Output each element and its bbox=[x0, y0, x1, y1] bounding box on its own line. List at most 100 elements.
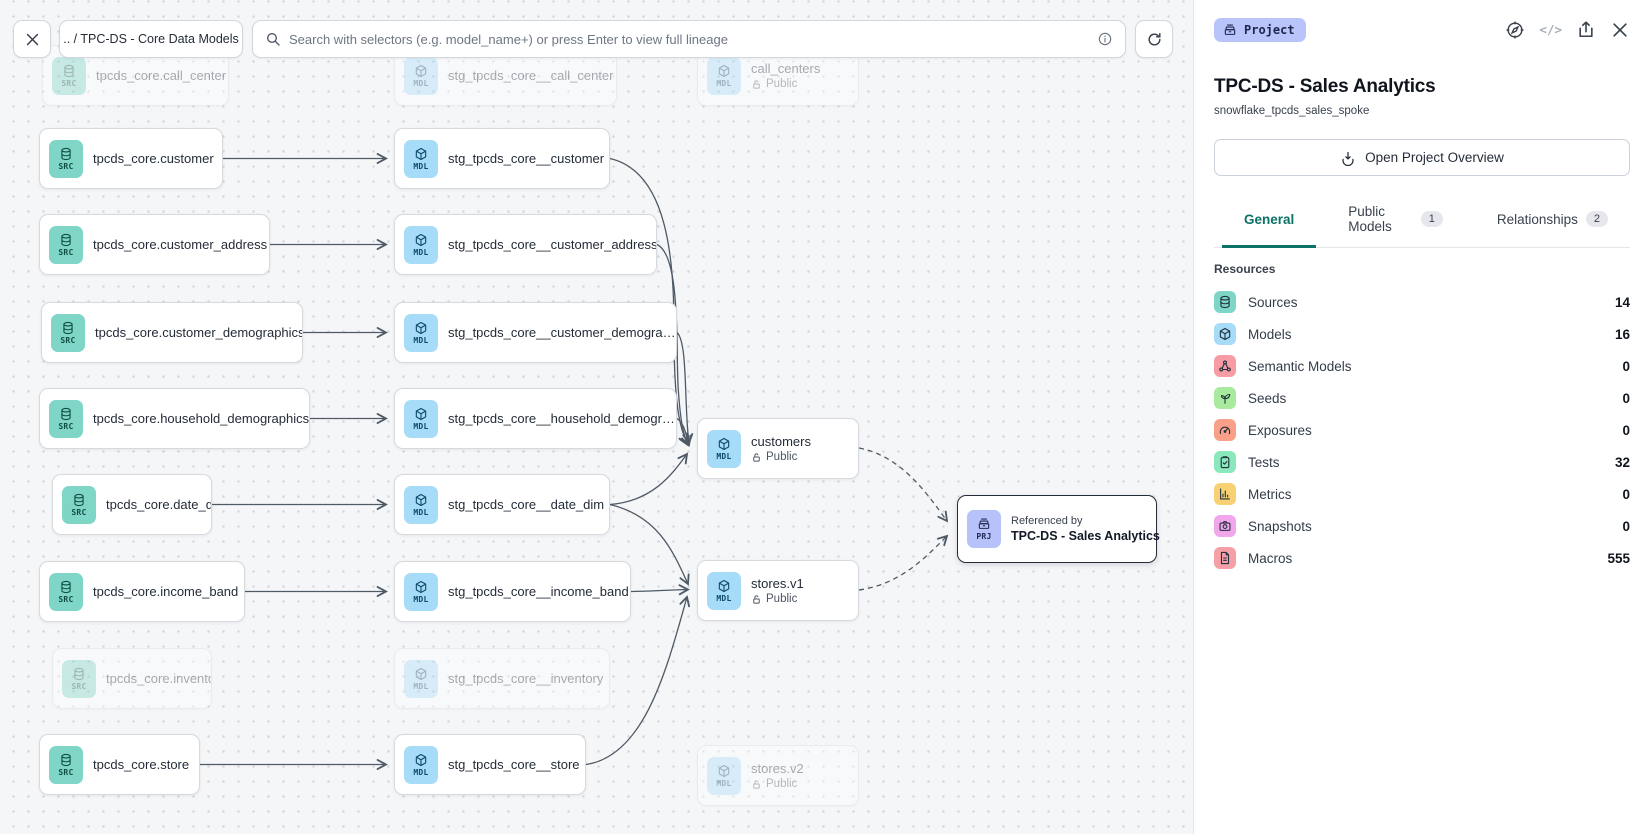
graph-node[interactable]: SRC tpcds_core.date_dim bbox=[52, 474, 212, 535]
graph-node[interactable]: SRC tpcds_core.customer_address bbox=[39, 214, 270, 275]
resource-row[interactable]: Sources 14 bbox=[1214, 286, 1630, 318]
graph-node[interactable]: SRC tpcds_core.store bbox=[39, 734, 200, 795]
graph-node[interactable]: SRC tpcds_core.household_demographics bbox=[39, 388, 310, 449]
graph-node[interactable]: MDL stg_tpcds_core__customer_address bbox=[394, 214, 657, 275]
tab-relationships[interactable]: Relationships 2 bbox=[1475, 196, 1630, 248]
resource-label: Models bbox=[1248, 326, 1292, 342]
badge-label: SRC bbox=[60, 335, 76, 345]
resource-row[interactable]: Macros 555 bbox=[1214, 542, 1630, 574]
badge-label: MDL bbox=[716, 451, 732, 461]
resource-count: 0 bbox=[1622, 518, 1630, 534]
close-lineage-button[interactable] bbox=[13, 20, 51, 58]
node-label: tpcds_core.customer_address bbox=[93, 237, 268, 252]
resource-row[interactable]: Seeds 0 bbox=[1214, 382, 1630, 414]
sources-icon bbox=[1214, 291, 1236, 313]
node-type-badge: SRC bbox=[49, 572, 83, 611]
node-type-icon bbox=[414, 580, 428, 594]
node-label: tpcds_core.date_dim bbox=[106, 497, 211, 512]
badge-label: SRC bbox=[71, 507, 87, 517]
referenced-project-node[interactable]: PRJ Referenced by TPC-DS - Sales Analyti… bbox=[957, 495, 1160, 563]
node-label: tpcds_core.store bbox=[93, 757, 190, 772]
referenced-project-name: TPC-DS - Sales Analytics bbox=[1011, 529, 1160, 543]
badge-label: MDL bbox=[413, 507, 429, 517]
graph-node[interactable]: MDL stg_tpcds_core__inventory bbox=[394, 648, 610, 709]
graph-node[interactable]: MDL stg_tpcds_core__date_dim bbox=[394, 474, 610, 535]
resource-row[interactable]: Metrics 0 bbox=[1214, 478, 1630, 510]
lineage-canvas[interactable]: SRC tpcds_core.call_center MDL stg_tpcds… bbox=[0, 0, 1193, 834]
node-type-icon bbox=[59, 753, 73, 767]
resource-row[interactable]: Semantic Models 0 bbox=[1214, 350, 1630, 382]
code-icon[interactable]: </> bbox=[1539, 22, 1562, 37]
graph-node[interactable]: SRC tpcds_core.customer bbox=[39, 128, 223, 189]
project-details-panel: Project </> TPC-DS - Sales Analytics sno… bbox=[1193, 0, 1648, 834]
node-type-icon bbox=[59, 233, 73, 247]
share-icon[interactable] bbox=[1576, 20, 1596, 40]
tab-public-models[interactable]: Public Models 1 bbox=[1326, 196, 1465, 248]
graph-node[interactable]: MDL stg_tpcds_core__customer bbox=[394, 128, 610, 189]
node-label: stg_tpcds_core__call_center bbox=[448, 68, 614, 83]
node-label: stores.v1 bbox=[751, 576, 804, 591]
badge-label: MDL bbox=[413, 335, 429, 345]
badge-label: SRC bbox=[58, 161, 74, 171]
node-label: stg_tpcds_core__date_dim bbox=[448, 497, 605, 512]
node-type-icon bbox=[717, 764, 731, 778]
node-label: stg_tpcds_core__customer_demogra… bbox=[448, 325, 676, 340]
node-label: call_centers bbox=[751, 61, 821, 76]
panel-title: TPC-DS - Sales Analytics bbox=[1214, 76, 1436, 97]
badge-label: PRJ bbox=[976, 532, 992, 541]
badge-label: MDL bbox=[413, 767, 429, 777]
node-type-badge: MDL bbox=[404, 572, 438, 611]
node-type-icon bbox=[414, 64, 428, 78]
node-type-icon bbox=[414, 407, 428, 421]
node-label: stg_tpcds_core__household_demogr… bbox=[448, 411, 675, 426]
info-icon[interactable] bbox=[1097, 31, 1113, 47]
node-type-icon bbox=[414, 233, 428, 247]
unlock-icon bbox=[751, 779, 762, 790]
resource-row[interactable]: Tests 32 bbox=[1214, 446, 1630, 478]
badge-label: SRC bbox=[71, 681, 87, 691]
badge-label: MDL bbox=[413, 681, 429, 691]
node-label: tpcds_core.household_demographics bbox=[93, 411, 310, 426]
resource-row[interactable]: Models 16 bbox=[1214, 318, 1630, 350]
graph-node[interactable]: MDL stg_tpcds_core__store bbox=[394, 734, 586, 795]
node-type-icon bbox=[717, 64, 731, 78]
models-icon bbox=[1214, 323, 1236, 345]
lineage-compass-icon[interactable] bbox=[1505, 20, 1525, 40]
graph-node[interactable]: MDL stg_tpcds_core__household_demogr… bbox=[394, 388, 677, 449]
graph-node[interactable]: MDL customers Public bbox=[697, 418, 859, 479]
node-access-label: Public bbox=[751, 778, 804, 790]
open-project-overview-button[interactable]: Open Project Overview bbox=[1214, 139, 1630, 176]
resource-label: Sources bbox=[1248, 294, 1298, 310]
overview-icon bbox=[1340, 150, 1356, 166]
semantic-models-icon bbox=[1214, 355, 1236, 377]
resource-row[interactable]: Snapshots 0 bbox=[1214, 510, 1630, 542]
graph-node[interactable]: MDL stg_tpcds_core__income_band bbox=[394, 561, 631, 622]
exposures-icon bbox=[1214, 419, 1236, 441]
metrics-icon bbox=[1214, 483, 1236, 505]
node-access-label: Public bbox=[751, 78, 820, 90]
node-type-icon bbox=[59, 407, 73, 421]
tab-general[interactable]: General bbox=[1222, 196, 1317, 248]
node-type-badge: MDL bbox=[404, 225, 438, 264]
node-type-badge: SRC bbox=[49, 139, 83, 178]
search-input[interactable] bbox=[289, 31, 1089, 47]
graph-node[interactable]: SRC tpcds_core.inventory bbox=[52, 648, 212, 709]
resource-label: Semantic Models bbox=[1248, 358, 1352, 374]
macros-icon bbox=[1214, 547, 1236, 569]
breadcrumb[interactable]: .. / TPC-DS - Core Data Models bbox=[59, 20, 243, 58]
close-panel-icon[interactable] bbox=[1610, 20, 1630, 40]
graph-node[interactable]: SRC tpcds_core.income_band bbox=[39, 561, 245, 622]
badge-label: SRC bbox=[58, 594, 74, 604]
graph-node[interactable]: SRC tpcds_core.customer_demographics bbox=[41, 302, 303, 363]
resource-row[interactable]: Exposures 0 bbox=[1214, 414, 1630, 446]
node-type-badge: SRC bbox=[51, 313, 85, 352]
refresh-icon bbox=[1146, 31, 1163, 48]
refresh-button[interactable] bbox=[1135, 20, 1173, 58]
badge-label: SRC bbox=[58, 767, 74, 777]
node-type-badge: MDL bbox=[707, 756, 741, 795]
resource-label: Seeds bbox=[1248, 390, 1287, 406]
node-type-badge: MDL bbox=[404, 659, 438, 698]
graph-node[interactable]: MDL stg_tpcds_core__customer_demogra… bbox=[394, 302, 677, 363]
graph-node[interactable]: MDL stores.v2 Public bbox=[697, 745, 859, 806]
graph-node[interactable]: MDL stores.v1 Public bbox=[697, 560, 859, 621]
